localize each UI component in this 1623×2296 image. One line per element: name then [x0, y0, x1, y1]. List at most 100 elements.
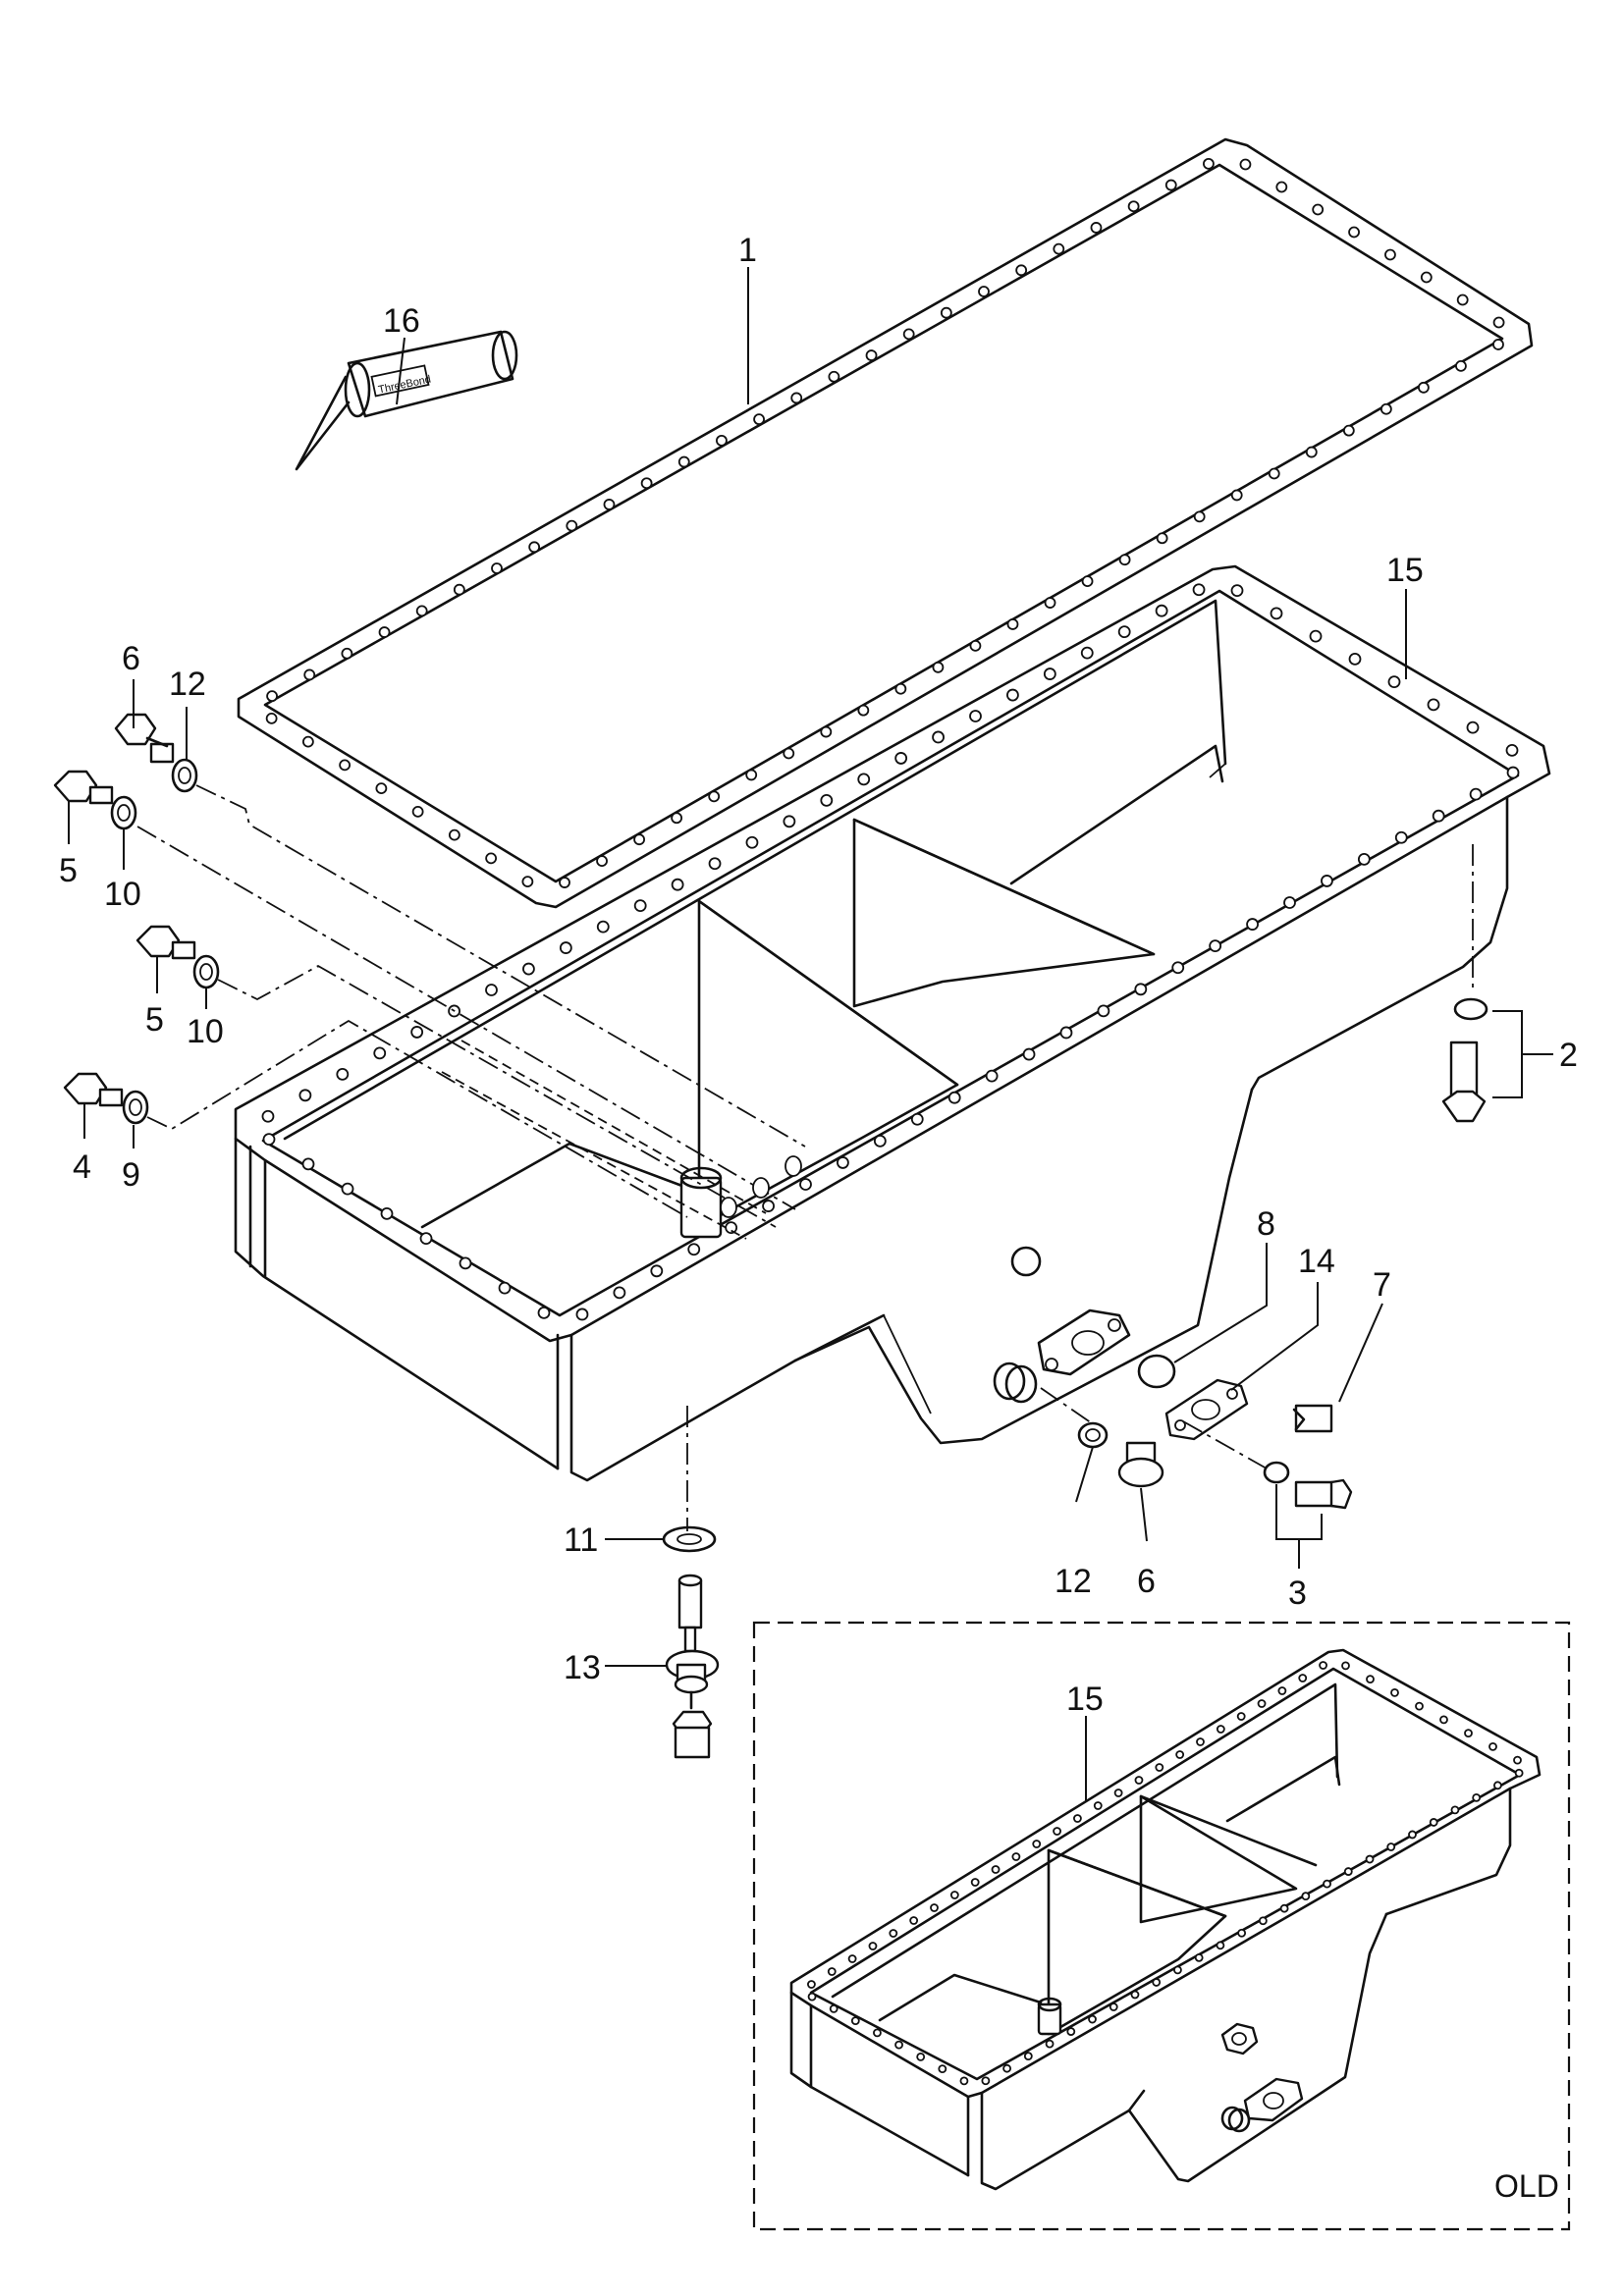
washer-3: [1263, 1461, 1290, 1484]
pan-flange-bolt-hole: [1230, 584, 1244, 598]
pan-flange-bolt-hole: [301, 1157, 315, 1171]
gasket-bolt-hole: [341, 647, 353, 660]
pan-flange-bolt-hole: [559, 941, 572, 954]
old-pan-bolt-hole: [1113, 1789, 1123, 1797]
gasket-bolt-hole: [453, 583, 465, 596]
old-pan-bolt-hole: [959, 2076, 969, 2086]
pan-flange-bolt-hole: [1209, 939, 1222, 953]
old-pan-bolt-hole: [1366, 1675, 1375, 1684]
pan-flange-bolt-hole: [341, 1182, 354, 1196]
pan-flange-bolt-hole: [537, 1306, 551, 1319]
pan-flange-bolt-hole: [783, 815, 796, 828]
gasket-bolt-hole: [415, 605, 428, 617]
pan-flange-bolt-hole: [1466, 721, 1480, 734]
oil-pan-main: [234, 564, 1551, 1482]
pan-flange-bolt-hole: [799, 1178, 812, 1191]
pan-flange-bolt-hole: [820, 793, 834, 807]
old-pan-bolt-hole: [1257, 1699, 1267, 1708]
gasket-bolt-hole: [1380, 402, 1392, 415]
gasket-bolt-hole: [485, 852, 498, 865]
pan-flange-bolt-hole: [1432, 809, 1445, 823]
callout-1: 1: [738, 232, 757, 269]
pan-flange-bolt-hole: [650, 1264, 664, 1278]
gasket-bolt-hole: [1312, 203, 1325, 216]
pan-flange-bolt-hole: [633, 899, 647, 913]
gasket-bolt-hole: [1081, 575, 1094, 588]
old-pan-bolt-hole: [1066, 2027, 1076, 2036]
gasket-bolt-hole: [1492, 339, 1504, 350]
old-pan-bolt-hole: [1319, 1661, 1327, 1670]
old-pan-bolt-hole: [981, 2076, 991, 2086]
callout-2: 2: [1559, 1037, 1578, 1074]
gasket-bolt-hole: [375, 782, 388, 795]
drain-plug-6: [1117, 1441, 1164, 1488]
oil-level-sensor-13: [665, 1574, 720, 1759]
old-pan-bolt-hole: [1216, 1941, 1225, 1950]
gasket-bolt-hole: [716, 434, 728, 447]
bolt-3: [1294, 1478, 1353, 1510]
gasket-bolt-hole: [1127, 200, 1140, 213]
old-variant-label: OLD: [1494, 2168, 1559, 2204]
old-pan-bolt-hole: [1011, 1852, 1021, 1861]
gasket-bolt-hole: [1090, 222, 1103, 234]
gasket-bolt-hole: [677, 455, 690, 468]
pan-flange-bolt-hole: [1505, 743, 1519, 757]
pan-flange-bolt-hole: [1043, 667, 1056, 680]
callout-15: 15: [1386, 552, 1424, 589]
pan-flange-bolt-hole: [1309, 629, 1323, 643]
callout-10-upper: 10: [104, 876, 141, 913]
gasket-bolt-hole: [828, 370, 840, 383]
pan-flange-bolt-hole: [1283, 896, 1296, 909]
pan-flange-bolt-hole: [1387, 675, 1401, 689]
old-pan-bolt-hole: [1053, 1827, 1061, 1836]
gasket-bolt-hole: [603, 499, 616, 510]
pan-flange-bolt-hole: [910, 1112, 924, 1126]
pan-flange-bolt-hole: [708, 857, 722, 871]
plug-7: [1292, 1404, 1333, 1433]
callout-8: 8: [1257, 1205, 1275, 1243]
pan-flange-bolt-hole: [1348, 652, 1362, 666]
gasket-bolt-hole: [1230, 489, 1243, 502]
callout-6-lower: 6: [1137, 1563, 1156, 1600]
pan-flange-bolt-hole: [1097, 1004, 1110, 1018]
pan-flange-bolt-hole: [1270, 607, 1283, 620]
callout-3: 3: [1288, 1575, 1307, 1612]
gasket-bolt-hole: [1342, 424, 1355, 437]
gasket-bolt-hole: [1193, 510, 1206, 523]
pan-flange-bolt-hole: [596, 920, 610, 934]
gasket-bolt-hole: [902, 328, 915, 341]
gasket-11: [662, 1525, 717, 1553]
old-pan-bolt-hole: [1045, 2039, 1055, 2049]
old-pan-bolt-hole: [850, 2016, 860, 2026]
gasket-bolt-hole: [940, 306, 952, 319]
gasket-bolt-hole: [1492, 316, 1505, 329]
old-pan-bolt-hole: [1130, 1990, 1140, 2000]
old-pan-bolt-hole: [1237, 1928, 1247, 1938]
bolt-6-upper: [114, 713, 175, 764]
pan-flange-bolt-hole: [1192, 583, 1206, 597]
gasket-bolt-hole: [640, 477, 653, 490]
o-ring-8: [1137, 1354, 1176, 1389]
old-pan-bolt-hole: [1109, 2002, 1118, 2011]
pan-flange-bolt-hole: [1022, 1047, 1036, 1061]
bolt-5-upper: [53, 770, 114, 805]
old-pan-bolt-hole: [1450, 1805, 1460, 1815]
gasket-bolt-hole: [969, 639, 982, 652]
callout-13: 13: [564, 1649, 601, 1686]
old-pan-bolt-hole: [1439, 1715, 1448, 1725]
old-pan-bolt-hole: [894, 2040, 903, 2050]
old-pan-bolt-hole: [1216, 1725, 1225, 1734]
old-pan-bolt-hole: [1365, 1854, 1375, 1864]
old-pan-bolt-hole: [1386, 1842, 1396, 1851]
washer-12-lower: [1077, 1421, 1109, 1449]
gasket-bolt-hole: [783, 747, 795, 760]
bolt-5-lower: [135, 925, 196, 960]
old-pan-bolt-hole: [1236, 1712, 1246, 1721]
gasket-bolt-hole: [857, 704, 870, 717]
callout-5-upper: 5: [59, 852, 78, 889]
pan-flange-bolt-hole: [613, 1286, 626, 1300]
gasket-bolt-hole: [790, 392, 803, 404]
gasket-bolt-hole: [378, 626, 391, 638]
old-pan-bolt-hole: [807, 1980, 816, 1989]
